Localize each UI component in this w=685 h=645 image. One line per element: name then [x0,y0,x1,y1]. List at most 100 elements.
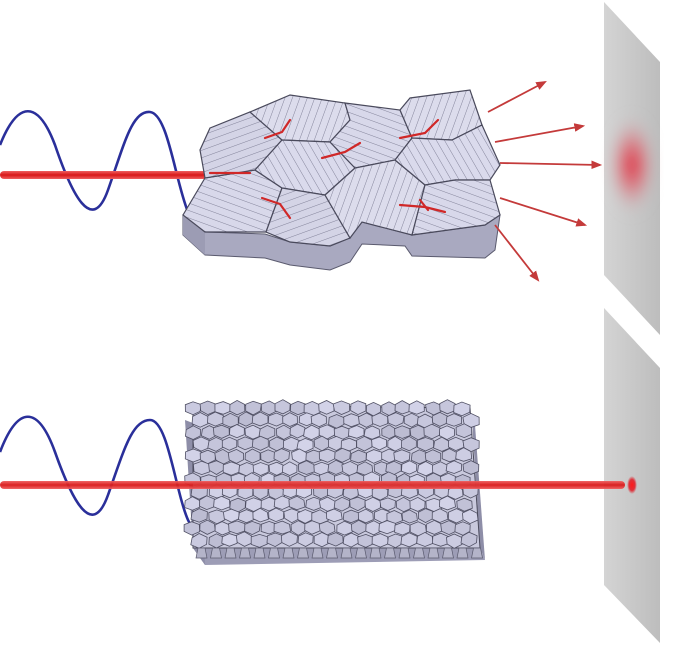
grain-cell [282,461,298,476]
grain-cell [350,400,367,416]
grain-cell [379,497,396,511]
grain-cell [199,519,216,535]
slab-edge-tooth [224,547,237,559]
grain-cell [229,399,246,416]
grain-cell [310,412,327,428]
grain-cell [318,400,335,415]
grain-cell [348,425,365,439]
grain-cell [260,449,277,464]
grain-cell [445,413,463,427]
slab-edge-tooth [442,547,454,559]
slab-edge-tooth [268,547,280,559]
grain-cell [221,533,239,547]
grain-cell [222,412,239,428]
grain-cell [207,411,225,427]
top-panel [0,2,660,335]
grain-cell [190,508,208,523]
slab-edge-tooth [253,547,266,559]
grain-cell [416,531,434,547]
grain-cell [183,521,201,536]
detector-screen-icon [604,2,660,335]
grain-cell [438,495,456,511]
grain-cell [408,400,425,415]
grain-cell [222,508,240,523]
laser-beam-icon [0,481,625,489]
slab-edge-tooth [311,547,324,559]
grain-cell [401,509,418,524]
slab-edge-tooth [369,547,382,559]
detector-screen-icon [604,308,660,643]
slab-edge-tooth [456,547,469,559]
coarse-grain-slab [182,89,501,271]
grain-cell [289,423,306,439]
slab-edge-tooth [340,547,353,559]
grain-cell [273,520,292,535]
grain-cell [222,461,240,476]
grain-cell [252,507,269,523]
grain-cell [184,448,202,463]
grain-cell [453,401,471,417]
grain-cell [462,460,480,475]
grain-cell [252,462,269,476]
laser-beam-icon [0,171,215,179]
beam-in-slab [193,482,480,488]
grain-cell [343,413,360,428]
slab-edge-tooth [413,547,425,559]
grain-cell [267,412,285,427]
grain-cell [251,411,269,427]
slab-edge-tooth [384,547,396,559]
grain-cell [334,447,351,463]
grain-cell [280,531,298,547]
grain-cell [439,399,456,415]
grain-cell [273,448,290,464]
grain-cell [394,400,411,415]
grain-cell [393,449,411,464]
grain-cell [349,496,366,512]
slab-edge-tooth [471,547,483,559]
slab-edge-tooth [239,547,251,559]
grain-cell [378,520,396,535]
grain-cell [456,497,473,512]
sine-wave-icon [0,415,207,526]
slab-edge-tooth [326,547,338,559]
grain-cell [214,401,232,415]
slab-edge-tooth [398,547,411,559]
grain-cell [288,495,306,511]
internal-scatter-lines [208,118,447,220]
grain-cell [455,423,473,439]
grain-cell [274,399,291,415]
grain-cell [445,460,462,474]
grain-cell [228,520,246,535]
slab-edge-tooth [282,547,295,559]
grain-cell [423,423,441,440]
grain-cell [357,508,374,524]
grain-cell [305,496,323,511]
grain-cell [371,533,389,548]
fine-grain-slab [183,399,485,565]
grain-cell [237,436,254,451]
diffuse-spot [606,113,658,217]
slab-edge-tooth [195,547,208,559]
slab-edge-tooth [297,547,309,559]
grain-cell [409,496,426,512]
grain-cell [221,436,238,451]
grain-cell [424,449,442,464]
slab-edge-tooth [427,547,440,559]
grain-cell [212,424,230,439]
grain-cell [332,400,351,415]
grain-cell [251,435,269,451]
grain-cell [447,436,465,452]
grain-cell [417,437,435,452]
grain-cell [244,448,261,464]
grain-cell [229,424,245,439]
grain-cell [455,447,473,462]
grain-cell [439,425,455,441]
sharp-spot [627,476,637,494]
grain-cell [326,508,343,523]
sine-wave-icon [0,110,217,224]
grain-cell [244,520,261,536]
slab-edge-tooth [355,547,367,559]
grain-cell [371,436,388,451]
grain-cell [403,412,420,428]
